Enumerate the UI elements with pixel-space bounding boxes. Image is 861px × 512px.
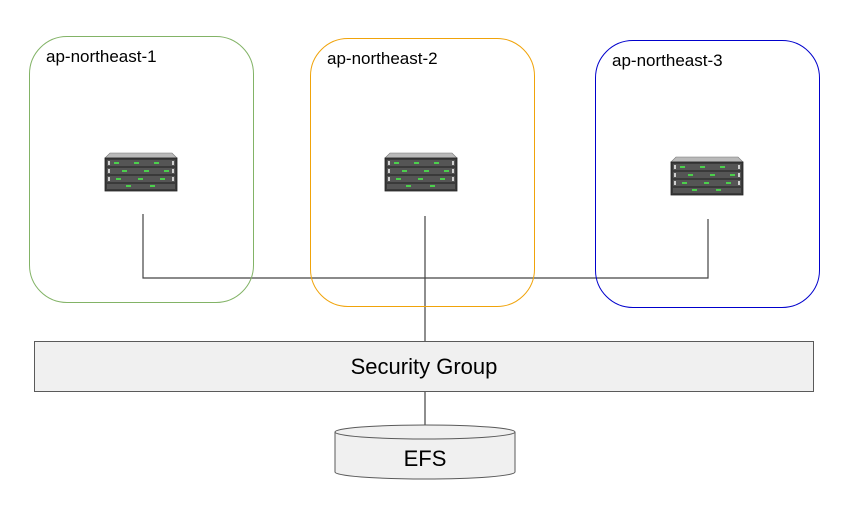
efs-label: EFS [403,446,447,471]
zone-label: ap-northeast-2 [327,49,438,68]
zone-label: ap-northeast-1 [46,47,157,66]
zone-label: ap-northeast-3 [612,51,723,70]
server-rack-icon [670,156,744,196]
zone-ap-northeast-1: ap-northeast-1 [29,36,254,303]
server-rack-icon [104,152,178,192]
zone-ap-northeast-2: ap-northeast-2 [310,38,535,307]
security-group-label: Security Group [350,353,498,379]
zone-ap-northeast-3: ap-northeast-3 [595,40,820,308]
database-cylinder-icon [334,424,516,480]
security-group-box: Security Group [34,341,814,392]
server-rack-icon [384,152,458,192]
